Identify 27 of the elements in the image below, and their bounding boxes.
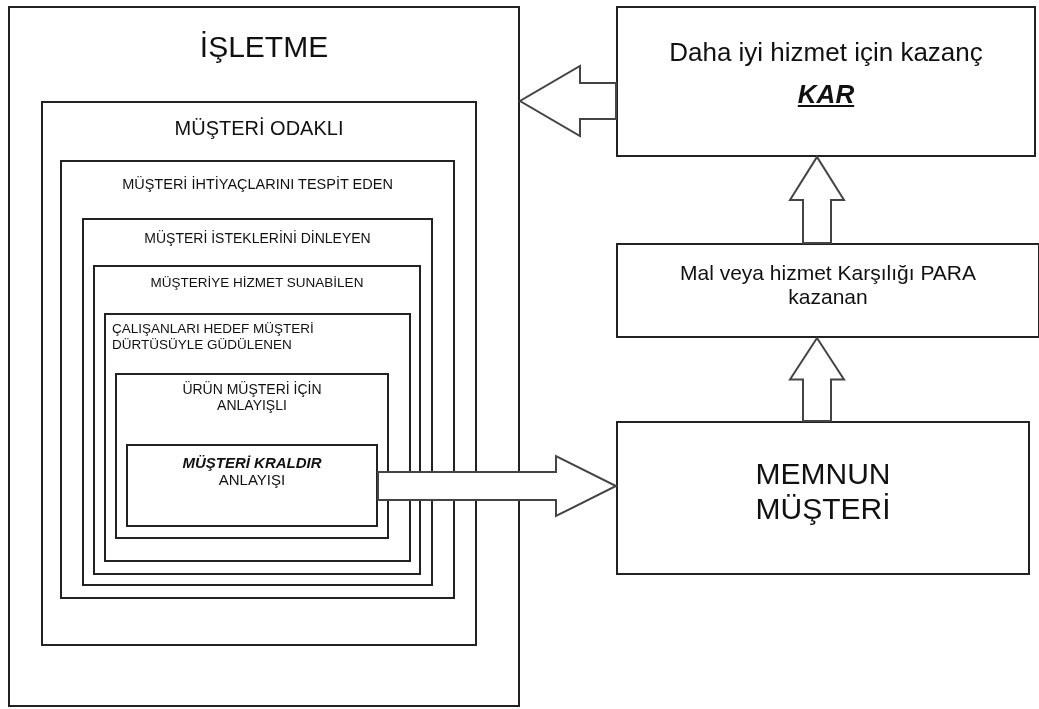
box-label: MÜŞTERİ İSTEKLERİNİ DİNLEYEN [143,230,372,247]
process-box [126,444,378,527]
process-box [616,421,1030,575]
block-arrow [788,155,846,244]
box-label: İŞLETME [198,30,330,65]
block-arrow [377,454,619,518]
box-label: Mal veya hizmet Karşılığı PARA kazanan [678,261,977,310]
box-label: Daha iyi hizmet için kazanç [668,38,984,68]
emphasis-label: KAR [797,80,855,110]
box-label: MÜŞTERİ İHTİYAÇLARINI TESPİT EDEN [121,176,394,193]
process-box [616,243,1039,338]
box-label: MEMNUN MÜŞTERİ [754,457,892,526]
box-label: MÜŞTERİ ODAKLI [173,117,345,140]
box-label: ÜRÜN MÜŞTERİ İÇİN ANLAYIŞLI [181,381,323,414]
process-box [60,160,455,599]
process-box [104,313,411,562]
box-label: MÜŞTERİ KRALDIR ANLAYIŞI [181,454,323,489]
process-box [8,6,520,707]
box-label: ÇALIŞANLARI HEDEF MÜŞTERİ DÜRTÜSÜYLE GÜDÜLENEN [111,321,315,353]
process-box [115,373,389,539]
process-box [41,101,477,646]
process-box [82,218,433,586]
process-box [616,6,1036,157]
box-label: MÜŞTERİYE HİZMET SUNABİLEN [149,275,365,291]
block-arrow [518,64,617,138]
process-box [93,265,421,575]
block-arrow [788,336,846,422]
